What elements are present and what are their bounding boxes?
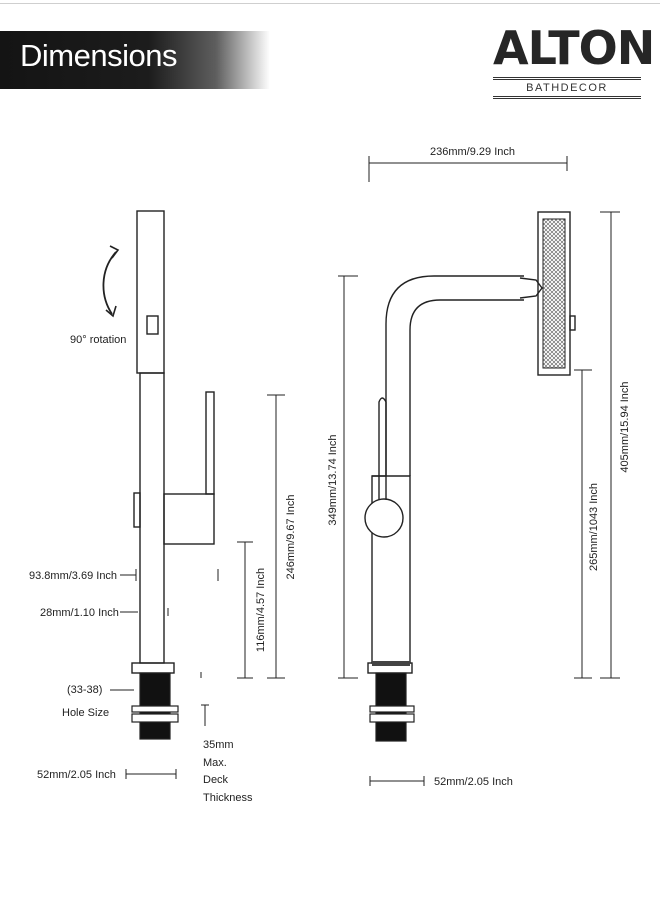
deck-line2: Max. <box>203 757 227 769</box>
brand-rule-top <box>493 77 641 78</box>
nozzle-joint <box>519 277 543 299</box>
width-93-label: 93.8mm/3.69 Inch <box>29 570 117 582</box>
base-ring <box>131 662 175 674</box>
brand-rule-bottom <box>493 96 641 97</box>
deck-line4: Thickness <box>203 792 253 804</box>
side-view-dimension-lines <box>110 394 285 779</box>
reach-236-label: 236mm/9.29 Inch <box>430 146 515 158</box>
arm-outer <box>385 275 524 476</box>
brand-rule-top-2 <box>493 79 641 80</box>
height-349-label: 349mm/13.74 Inch <box>327 434 339 525</box>
side-tab <box>133 492 141 528</box>
width-28-label: 28mm/1.10 Inch <box>40 607 119 619</box>
brand-name: ALTON <box>493 21 655 75</box>
arm-inner <box>409 299 524 476</box>
front-view-mount <box>369 672 415 742</box>
base-52-left-label: 52mm/2.05 Inch <box>37 769 116 781</box>
spray-face-outline <box>537 211 571 376</box>
height-405-label: 405mm/15.94 Inch <box>619 381 631 472</box>
brand-logo: ALTON BATHDECOR <box>493 21 655 100</box>
side-view-faucet <box>131 210 215 674</box>
brand-rule-bottom-2 <box>493 98 641 99</box>
spray-mesh <box>542 218 566 369</box>
height-265-label: 265mm/1043 Inch <box>588 483 600 571</box>
front-lever <box>378 397 387 501</box>
spray-head-outline <box>136 210 165 374</box>
lever-block <box>163 493 215 545</box>
rotation-arrow <box>102 251 117 315</box>
brand-tagline: BATHDECOR <box>526 82 608 94</box>
height-116-label: 116mm/4.57 Inch <box>255 568 267 652</box>
deck-line1: 35mm <box>203 739 234 751</box>
base-52-right-label: 52mm/2.05 Inch <box>434 776 513 788</box>
front-view-dimension-lines <box>338 156 620 786</box>
page-title: Dimensions <box>20 38 177 73</box>
lever-blade <box>205 391 215 495</box>
top-rule <box>0 3 660 4</box>
spray-side-button <box>569 315 576 331</box>
title-banner <box>0 31 270 89</box>
height-246-label: 246mm/9.67 Inch <box>285 495 297 580</box>
spray-button <box>146 315 159 335</box>
front-base-detail <box>372 661 410 666</box>
rotation-label: 90° rotation <box>70 334 126 346</box>
side-view-mount <box>131 672 179 740</box>
deck-line3: Deck <box>203 774 229 786</box>
handle-knob <box>364 498 404 538</box>
hole-size-line2: Hole Size <box>62 707 109 719</box>
body-column <box>139 372 165 664</box>
hole-size-line1: (33-38) <box>67 684 102 696</box>
